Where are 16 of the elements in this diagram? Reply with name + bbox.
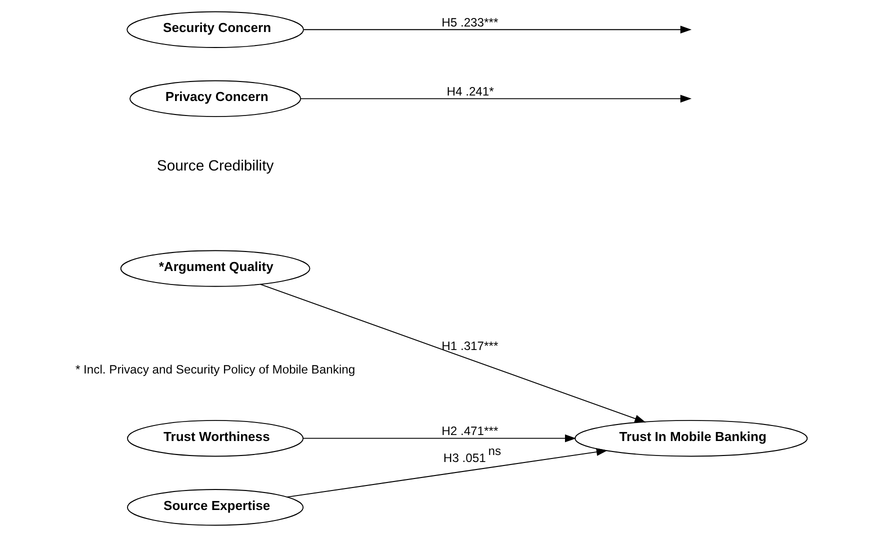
edge-label: H2 .471*** — [442, 424, 498, 438]
edge-label: H4 .241* — [446, 84, 494, 98]
node-ellipse: Source Expertise — [127, 489, 304, 526]
arrow — [302, 434, 576, 442]
arrow — [260, 284, 646, 422]
edge-label: H5 .233*** — [442, 15, 498, 30]
arrow — [303, 26, 692, 34]
node-ellipse: Privacy Concern — [130, 80, 302, 118]
label: Source Credibility — [156, 157, 274, 174]
edge-label: H1 .317*** — [442, 339, 498, 354]
node-ellipse: Security Concern — [126, 11, 304, 48]
node-ellipse: *Argument Quality — [120, 250, 310, 287]
node-ellipse: Trust Worthiness — [127, 420, 304, 457]
arrow — [300, 94, 692, 103]
label: * Incl. Privacy and Security Policy of Mobile Banking — [75, 362, 356, 376]
arrow — [286, 448, 608, 498]
